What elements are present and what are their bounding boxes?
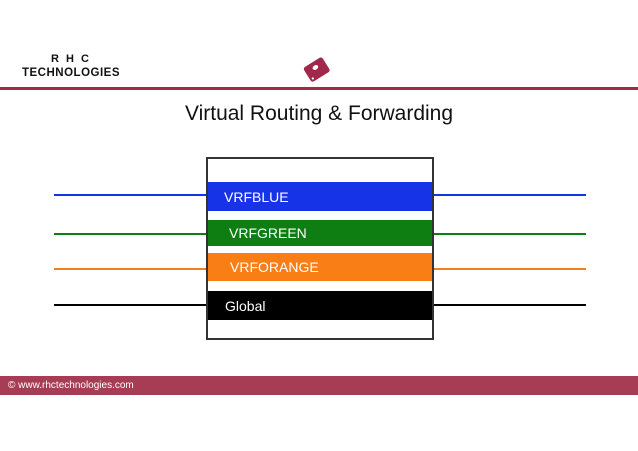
logo-text-technologies: TECHNOLOGIES bbox=[21, 67, 120, 79]
vrf-line-right-orange bbox=[434, 268, 586, 270]
vrf-line-left-green bbox=[54, 233, 206, 235]
vrf-bar-label: VRFBLUE bbox=[224, 188, 289, 205]
vrf-bar-label: VRFGREEN bbox=[229, 225, 307, 241]
vrf-line-right-global bbox=[434, 304, 586, 306]
footer-bar: © www.rhctechnologies.com bbox=[0, 376, 638, 395]
vrf-bar-label: Global bbox=[225, 297, 266, 314]
footer-copyright: © www.rhctechnologies.com bbox=[8, 380, 134, 391]
book-icon bbox=[303, 57, 330, 82]
vrf-line-left-global bbox=[54, 304, 206, 306]
vrf-line-left-orange bbox=[54, 268, 206, 270]
slide-title: Virtual Routing & Forwarding bbox=[184, 102, 454, 125]
vrf-line-left-blue bbox=[54, 194, 206, 196]
header-divider bbox=[0, 87, 638, 90]
vrf-bar-label: VRFORANGE bbox=[230, 259, 319, 275]
company-logo: R H C TECHNOLOGIES bbox=[20, 52, 122, 80]
router-box: VRFBLUE VRFGREEN VRFORANGE Global bbox=[206, 157, 434, 340]
vrf-bar-blue: VRFBLUE bbox=[208, 182, 432, 211]
logo-text-rhc: R H C bbox=[51, 53, 91, 65]
vrf-bar-orange: VRFORANGE bbox=[208, 253, 432, 281]
vrf-line-right-blue bbox=[434, 194, 586, 196]
vrf-bar-green: VRFGREEN bbox=[208, 220, 432, 246]
vrf-bar-global: Global bbox=[208, 291, 432, 320]
vrf-line-right-green bbox=[434, 233, 586, 235]
